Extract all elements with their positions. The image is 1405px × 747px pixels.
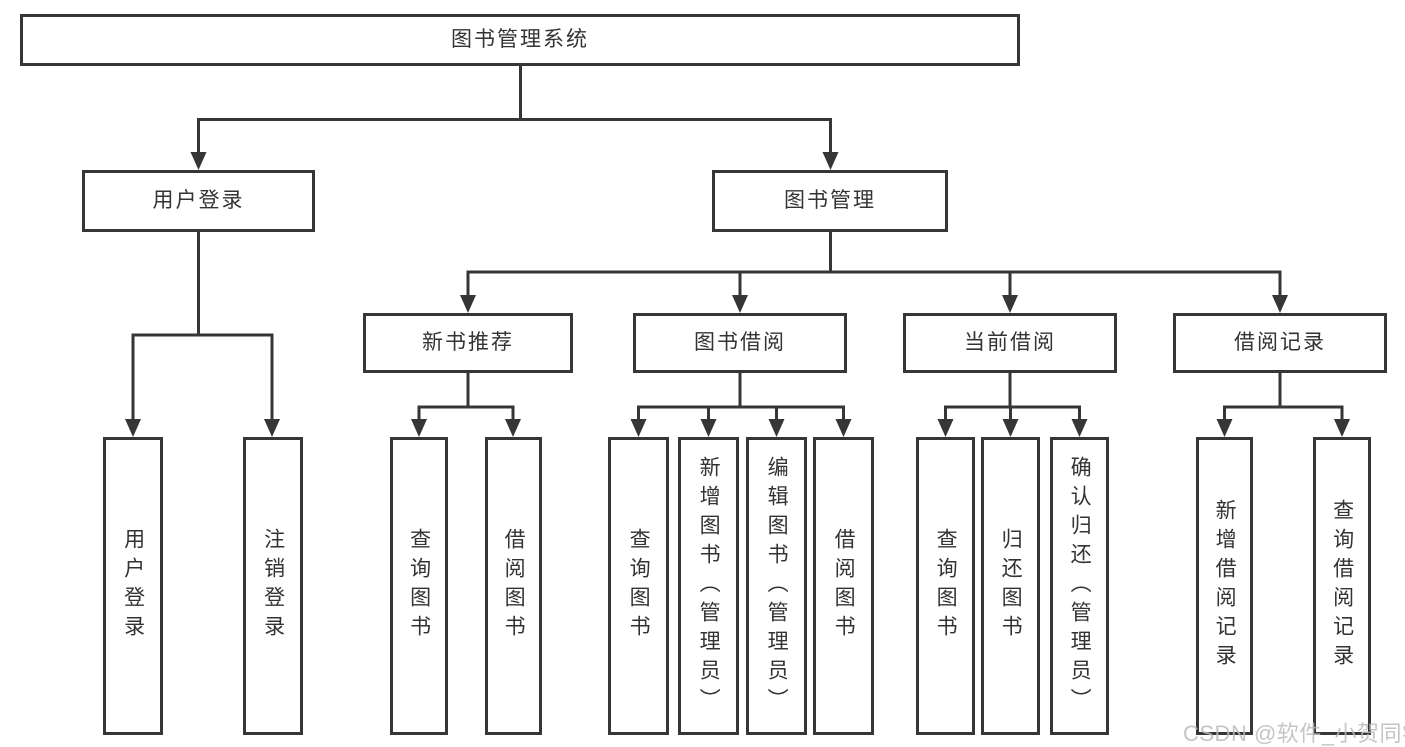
leaf-return-book: 归还图书 [981,437,1040,735]
connector-new-book-children [411,373,521,437]
connector-root-to-level2 [190,66,839,170]
node-borrow-records: 借阅记录 [1173,313,1387,373]
leaf-query-books-borrow: 查询图书 [608,437,669,735]
node-current-borrow: 当前借阅 [903,313,1117,373]
connector-book-borrow-children [630,373,852,437]
leaf-confirm-return-admin: 确认归还（管理员） [1050,437,1109,735]
csdn-watermark: CSDN @软件_小贺同学 [1183,721,1405,746]
node-root-system: 图书管理系统 [20,14,1020,66]
connector-book-management-children [460,230,1288,313]
node-new-book-recommend: 新书推荐 [363,313,573,373]
connector-borrow-records-children [1216,373,1350,437]
leaf-edit-book-admin: 编辑图书（管理员） [746,437,807,735]
leaf-query-books-recommend: 查询图书 [390,437,448,735]
node-book-borrow: 图书借阅 [633,313,847,373]
leaf-logout: 注销登录 [243,437,303,735]
leaf-borrow-books: 借阅图书 [813,437,874,735]
leaf-query-borrow-record: 查询借阅记录 [1313,437,1371,735]
leaf-query-books-current: 查询图书 [916,437,975,735]
leaf-borrow-books-recommend: 借阅图书 [485,437,542,735]
node-user-login: 用户登录 [82,170,315,232]
connector-current-borrow-children [937,373,1088,437]
leaf-user-login: 用户登录 [103,437,163,735]
node-book-management: 图书管理 [712,170,948,232]
leaf-add-book-admin: 新增图书（管理员） [678,437,739,735]
connector-user-login-children [125,232,280,437]
leaf-add-borrow-record: 新增借阅记录 [1196,437,1253,735]
